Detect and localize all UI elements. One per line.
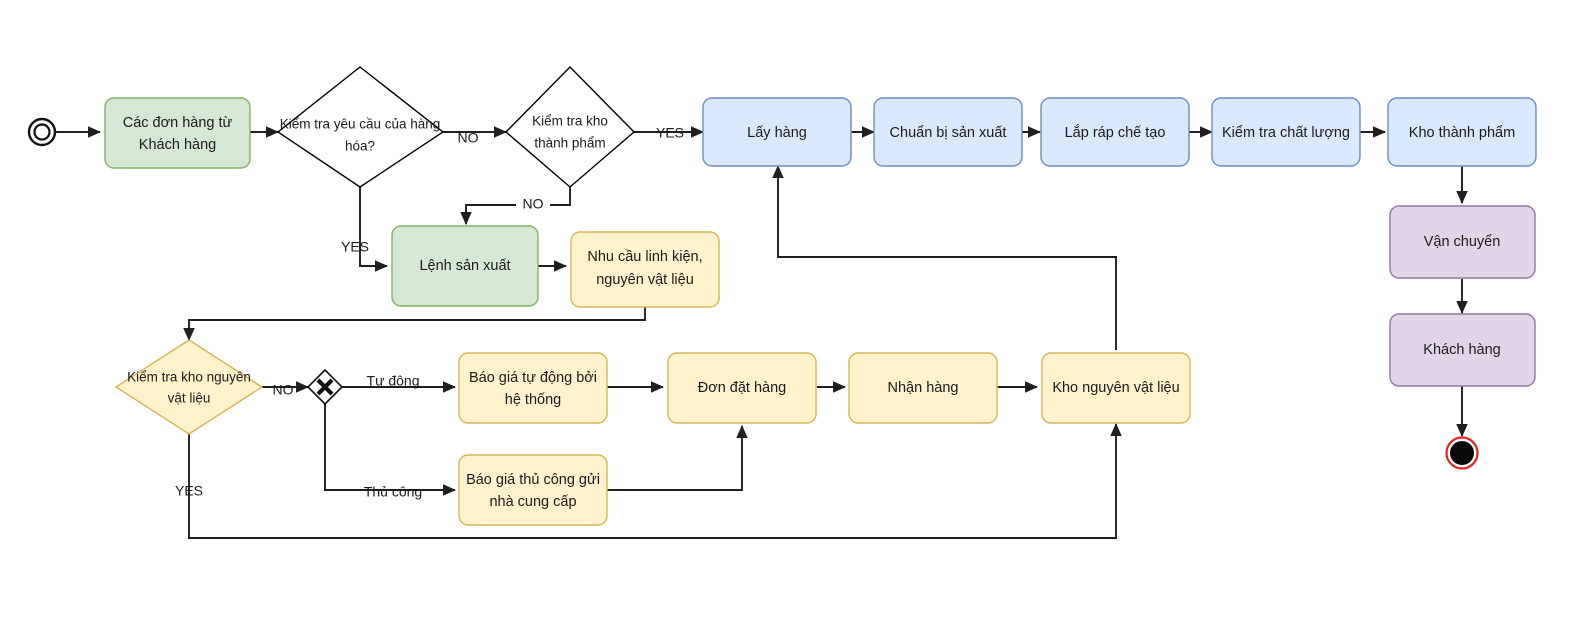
node-check-rm-shape (114, 339, 264, 435)
node-orders-label-line2: Khách hàng (139, 137, 216, 153)
node-prep-label: Chuẩn bị sản xuất (890, 125, 1007, 141)
node-check-goods-label-line2: hóa? (345, 139, 375, 154)
node-quote-auto-shape (458, 352, 608, 424)
node-receive-shape (848, 352, 998, 424)
node-receive-label: Nhận hàng (888, 380, 959, 396)
edge-rm-store-to-pick (772, 164, 1117, 350)
node-receive[interactable]: Nhận hàng (848, 352, 998, 424)
node-prep-shape (873, 97, 1023, 167)
node-fg-store[interactable]: Kho thành phẩm (1387, 97, 1537, 167)
end-event-circle[interactable] (1445, 436, 1479, 470)
node-purchase-label: Đơn đặt hàng (698, 380, 787, 396)
gateway-xor-icon[interactable] (306, 368, 344, 406)
node-need-parts-label-line1: Nhu cầu linh kiện, (587, 249, 702, 265)
node-check-fg-shape (504, 66, 636, 188)
edge-label-rm-no: NO (273, 382, 294, 398)
edge-quote-manual-to-purchase (606, 424, 748, 491)
edge-label-fg-no-bg (516, 196, 550, 213)
node-prod-order-label: Lệnh sản xuất (419, 258, 510, 274)
node-assemble-label: Lắp ráp chế tạo (1065, 124, 1166, 141)
node-quote-auto[interactable]: Báo giá tự động bởi hệ thống (458, 352, 608, 424)
node-qc-shape (1211, 97, 1361, 167)
edge-check-goods-yes-to-prod-order (359, 187, 389, 272)
node-check-fg-label-line2: thành phẩm (534, 136, 605, 151)
node-need-parts-label-line2: nguyên vật liệu (596, 272, 694, 288)
node-quote-auto-label-line2: hệ thống (505, 392, 561, 408)
node-quote-auto-label-line1: Báo giá tự động bởi (469, 370, 597, 386)
node-check-goods[interactable]: Kiểm tra yêu cầu của hàng hóa? (276, 66, 445, 188)
node-check-rm-label-line2: vật liệu (168, 391, 211, 406)
node-purchase-shape (667, 352, 817, 424)
node-check-rm-label-line1: Kiểm tra kho nguyên (127, 370, 251, 385)
edge-label-gw-manual: Thủ công (364, 484, 422, 500)
node-purchase[interactable]: Đơn đặt hàng (667, 352, 817, 424)
node-pick[interactable]: Lấy hàng (702, 97, 852, 167)
node-customer-shape (1389, 313, 1536, 387)
node-fg-store-shape (1387, 97, 1537, 167)
node-quote-manual-shape (458, 454, 608, 526)
node-orders[interactable]: Các đơn hàng từ Khách hàng (104, 97, 251, 169)
edge-label-fg-no: NO (523, 196, 544, 212)
node-qc-label: Kiểm tra chất lượng (1222, 125, 1350, 141)
node-qc[interactable]: Kiểm tra chất lượng (1211, 97, 1361, 167)
edge-label-goods-yes: YES (341, 239, 369, 255)
node-prod-order[interactable]: Lệnh sản xuất (391, 225, 539, 307)
node-check-goods-label-line1: Kiểm tra yêu cầu của hàng (280, 117, 441, 132)
node-check-rm[interactable]: Kiểm tra kho nguyên vật liệu (114, 339, 264, 435)
node-rm-store-label: Kho nguyên vật liệu (1052, 380, 1179, 396)
node-pick-label: Lấy hàng (747, 125, 807, 141)
connector-layer (55, 126, 1468, 539)
node-rm-store[interactable]: Kho nguyên vật liệu (1041, 352, 1191, 424)
node-assemble-shape (1040, 97, 1190, 167)
node-quote-manual-label-line2: nhà cung cấp (489, 494, 576, 510)
node-ship-shape (1389, 205, 1536, 279)
node-assemble[interactable]: Lắp ráp chế tạo (1040, 97, 1190, 167)
node-prep[interactable]: Chuẩn bị sản xuất (873, 97, 1023, 167)
edge-need-parts-to-check-rm (183, 307, 646, 342)
node-orders-shape (104, 97, 251, 169)
node-quote-manual[interactable]: Báo giá thủ công gửi nhà cung cấp (458, 454, 608, 526)
node-fg-store-label: Kho thành phẩm (1409, 125, 1515, 141)
gateway-x-cross (316, 378, 334, 396)
node-orders-label-line1: Các đơn hàng từ (123, 115, 233, 131)
node-check-fg-label-line1: Kiểm tra kho (532, 114, 608, 129)
node-pick-shape (702, 97, 852, 167)
node-ship-label: Vận chuyển (1424, 234, 1501, 250)
node-rm-store-shape (1041, 352, 1191, 424)
node-quote-manual-label-line1: Báo giá thủ công gửi (466, 472, 600, 488)
node-customer[interactable]: Khách hàng (1389, 313, 1536, 387)
edge-label-fg-yes: YES (656, 125, 684, 141)
start-event-circle[interactable] (27, 117, 57, 147)
node-need-parts[interactable]: Nhu cầu linh kiện, nguyên vật liệu (570, 231, 720, 308)
edge-check-rm-yes-to-rm-store (188, 422, 1122, 539)
edge-gateway-manual-to-quote-manual (324, 404, 457, 496)
node-check-fg[interactable]: Kiểm tra kho thành phẩm (504, 66, 636, 188)
edge-label-goods-no: NO (458, 130, 479, 146)
edge-label-gw-auto: Tự động (367, 373, 420, 389)
edge-label-rm-yes: YES (175, 483, 203, 499)
node-customer-label: Khách hàng (1423, 342, 1500, 358)
node-check-goods-shape (276, 66, 445, 188)
node-need-parts-shape (570, 231, 720, 308)
node-prod-order-shape (391, 225, 539, 307)
node-ship[interactable]: Vận chuyển (1389, 205, 1536, 279)
